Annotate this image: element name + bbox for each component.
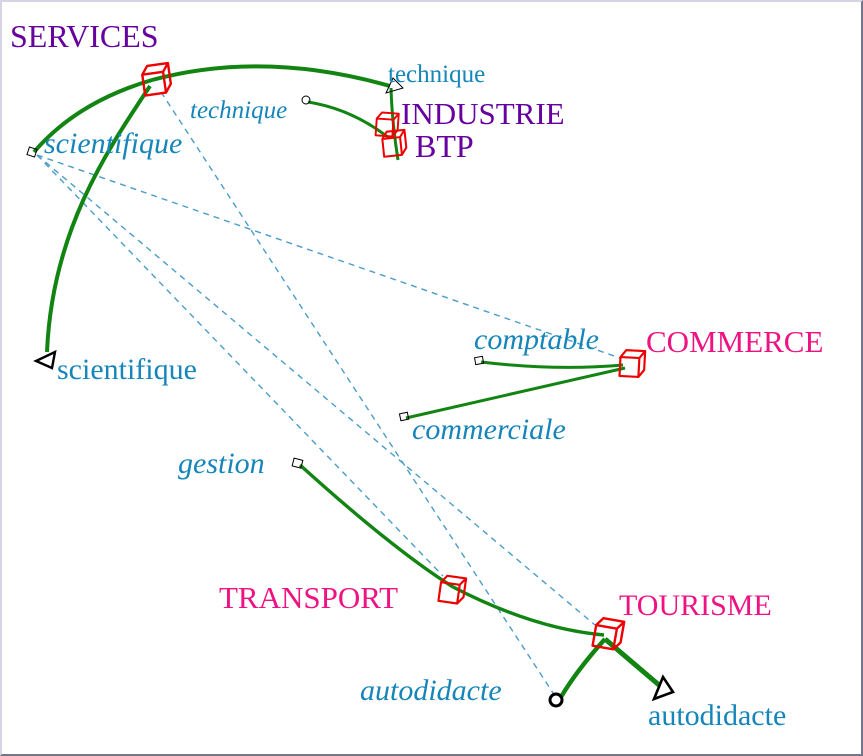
- services-node-cube-icon[interactable]: [141, 61, 173, 97]
- node-label-autodidacte-upright[interactable]: autodidacte: [648, 699, 787, 732]
- node-label-industrie[interactable]: INDUSTRIE: [401, 96, 565, 131]
- commerce-node-cube-icon[interactable]: [618, 349, 647, 378]
- technique-upright-marker-icon[interactable]: [385, 77, 404, 94]
- node-label-services[interactable]: SERVICES: [10, 18, 159, 54]
- edge-commerciale-commerce: [405, 366, 626, 420]
- node-label-technique-italic[interactable]: technique: [190, 97, 288, 124]
- node-label-autodidacte-italic[interactable]: autodidacte: [360, 674, 502, 707]
- edge-comptable-commerce: [480, 360, 624, 369]
- node-label-transport[interactable]: TRANSPORT: [219, 580, 399, 615]
- node-label-commerciale[interactable]: commerciale: [412, 413, 566, 446]
- edge-technique-industrie-btp: [389, 87, 400, 161]
- edge-tourisme-autodidacte-italic: [559, 637, 607, 699]
- commerciale-marker-icon[interactable]: [398, 411, 410, 422]
- edge-scientifique-transport: [36, 154, 444, 577]
- edge-technique-italic-btp: [307, 100, 390, 140]
- edge-scientifique-commerce: [36, 154, 621, 359]
- edge-gestion-transport: [298, 463, 454, 589]
- btp-node-cube-icon[interactable]: [381, 128, 408, 158]
- node-label-technique-upright[interactable]: technique: [388, 61, 486, 88]
- node-label-scientifique-italic[interactable]: scientifique: [44, 127, 183, 160]
- node-label-scientifique-upright[interactable]: scientifique: [57, 353, 197, 386]
- edge-scientifique-tourisme: [36, 154, 596, 626]
- node-label-gestion[interactable]: gestion: [178, 447, 265, 480]
- gestion-marker-icon[interactable]: [291, 457, 304, 469]
- comptable-marker-icon[interactable]: [473, 355, 485, 366]
- node-label-comptable[interactable]: comptable: [474, 323, 599, 356]
- scientifique-upright-marker-icon[interactable]: [33, 349, 57, 370]
- edge-scientifique-services: [32, 78, 153, 154]
- node-label-commerce[interactable]: COMMERCE: [646, 324, 824, 359]
- autodidacte-upright-marker-icon[interactable]: [651, 674, 675, 702]
- edge-transport-tourisme: [452, 585, 605, 637]
- node-label-btp[interactable]: BTP: [415, 128, 474, 164]
- transport-node-cube-icon[interactable]: [437, 574, 468, 605]
- autodidacte-italic-marker-icon[interactable]: [548, 692, 564, 708]
- scientifique-italic-marker-icon[interactable]: [26, 146, 38, 158]
- edge-services-scientifique-upright: [45, 84, 152, 353]
- node-label-tourisme[interactable]: TOURISME: [619, 589, 772, 622]
- tourisme-node-cube-icon[interactable]: [591, 616, 626, 651]
- industrie-node-cube-icon[interactable]: [374, 111, 400, 138]
- technique-italic-marker-icon[interactable]: [301, 95, 311, 105]
- edge-services-technique: [151, 64, 391, 88]
